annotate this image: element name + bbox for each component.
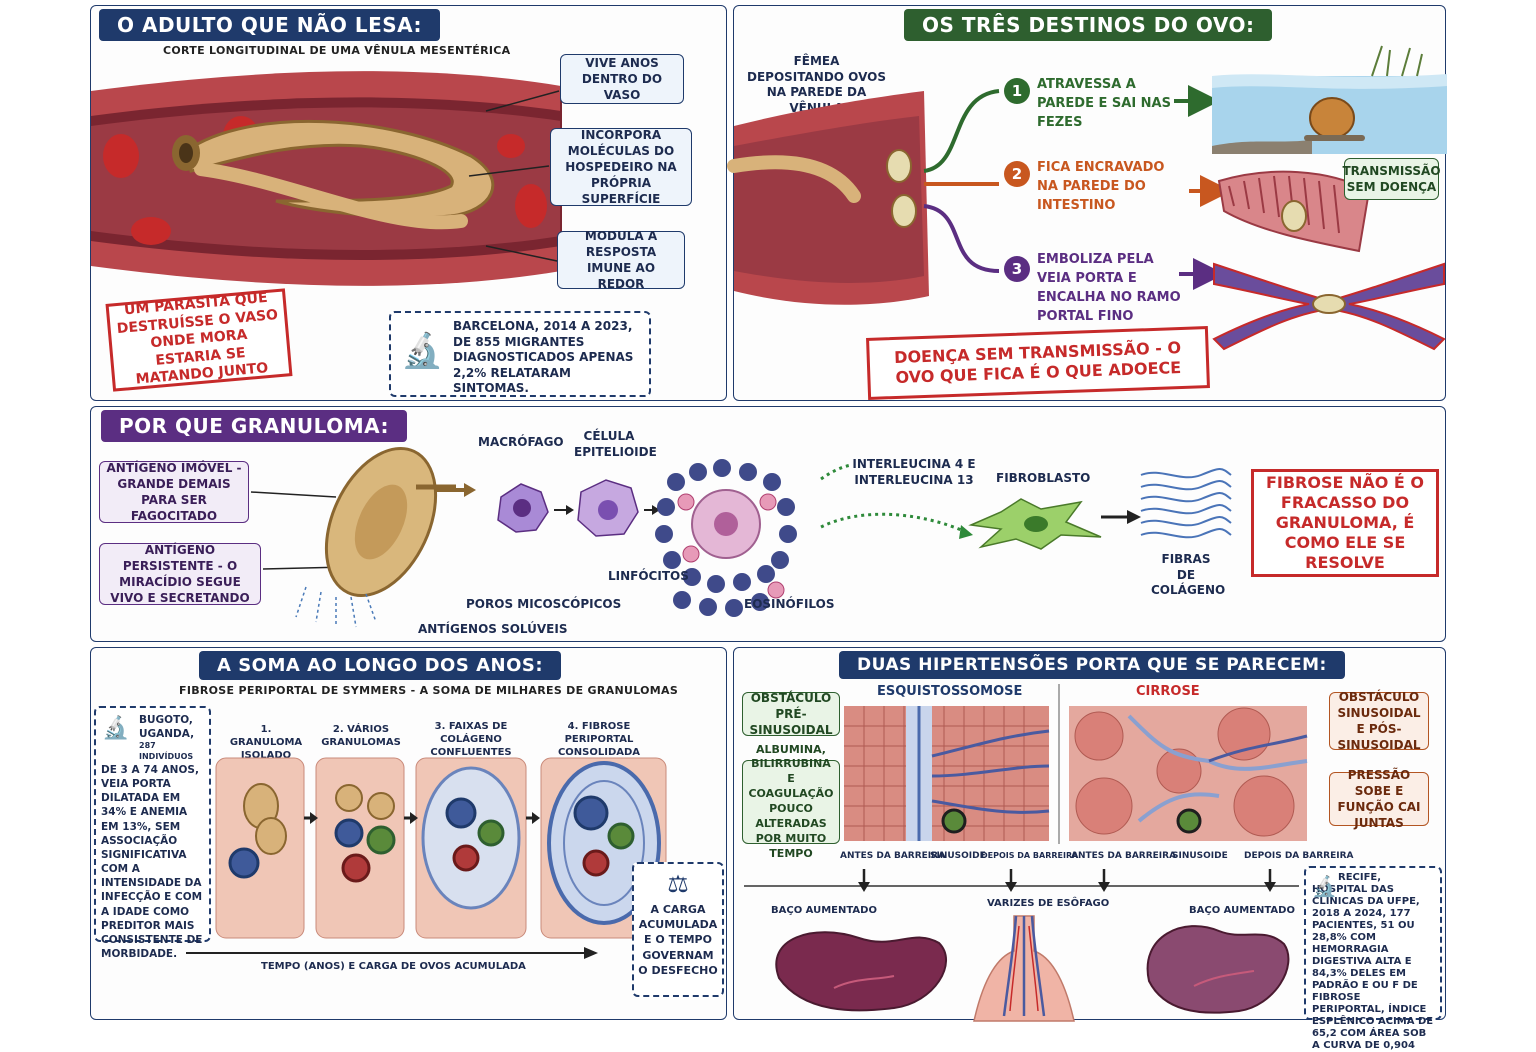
panel-title: DUAS HIPERTENSÕES PORTA QUE SE PARECEM: xyxy=(839,651,1345,679)
stage-4-label: 4. FIBROSE PERIPORTAL CONSOLIDADA xyxy=(557,721,641,758)
outcome-arrows xyxy=(744,869,1299,892)
esophagus-illustration xyxy=(973,915,1075,1022)
disease-stamp: DOENÇA SEM TRANSMISSÃO - O OVO QUE FICA … xyxy=(866,326,1210,400)
microscope-icon: 🔬 xyxy=(1312,874,1337,898)
carga-note: ⚖ A CARGA ACUMULADA E O TEMPO GOVERNAM O… xyxy=(632,862,724,997)
column-schisto: ESQUISTOSSOMOSE xyxy=(877,684,1023,699)
pressure-box: PRESSÃO SOBE E FUNÇÃO CAI JUNTAS xyxy=(1329,768,1429,830)
snail-water-illustration xyxy=(1212,45,1447,154)
panel-title: OS TRÊS DESTINOS DO OVO: xyxy=(904,9,1273,41)
pointer-lines xyxy=(468,90,560,262)
spleen-label-1: BAÇO AUMENTADO xyxy=(771,905,877,916)
interleukin-arrows xyxy=(820,463,973,539)
venule-illustration xyxy=(91,71,562,286)
destiny-text-2: FICA ENCRAVADO NA PAREDE DO INTESTINO xyxy=(1037,160,1165,213)
cirrhosis-sinusoid-label: SINUSOIDE xyxy=(1172,851,1228,861)
stage-1-label: 1. GRANULOMA ISOLADO xyxy=(229,724,303,761)
host-molecules-box: INCORPORA MOLÉCULAS DO HOSPEDEIRO NA PRÓ… xyxy=(550,128,692,206)
panel-portal-hypertension: DUAS HIPERTENSÕES PORTA QUE SE PARECEM: … xyxy=(733,647,1446,1051)
portal-branch-illustration xyxy=(1212,262,1446,351)
stage-2-label: 2. VÁRIOS GRANULOMAS xyxy=(321,724,401,748)
barcelona-note: 🔬 BARCELONA, 2014 A 2023, DE 855 MIGRANT… xyxy=(389,311,651,397)
lives-years-box: VIVE ANOS DENTRO DO VASO xyxy=(560,54,684,104)
cells-illustration xyxy=(497,459,797,617)
immune-modulation-box: MODULA A RESPOSTA IMUNE AO REDOR xyxy=(557,229,685,291)
time-axis xyxy=(186,947,598,959)
transmission-box: TRANSMISSÃO SEM DOENÇA xyxy=(1342,158,1441,200)
schisto-after-label: DEPOIS DA BARREIRA xyxy=(981,851,1079,860)
lymphocytes-label: LINFÓCITOS xyxy=(608,569,689,583)
column-cirrhosis: CIRROSE xyxy=(1136,684,1200,699)
female-label: FÊMEA DEPOSITANDO OVOS NA PAREDE DA VÊNU… xyxy=(747,54,886,115)
panel-sum-over-years: A SOMA AO LONGO DOS ANOS: FIBROSE PERIPO… xyxy=(90,647,727,1020)
destiny-number-3: 3 xyxy=(1004,256,1030,282)
varices-label: VARIZES DE ESÔFAGO xyxy=(987,898,1110,909)
scale-icon: ⚖ xyxy=(667,870,689,898)
fibrosis-stamp: FIBROSE NÃO É O FRACASSO DO GRANULOMA, É… xyxy=(1251,469,1439,577)
destiny-number-1: 1 xyxy=(1004,78,1030,104)
destiny-text-1: ATRAVESSA A PAREDE E SAI NAS FEZES xyxy=(1037,77,1171,130)
panel-title: POR QUE GRANULOMA: xyxy=(101,410,407,442)
stage-arrows xyxy=(304,812,540,824)
fibroblast-illustration xyxy=(968,498,1102,550)
macrophage-label: MACRÓFAGO xyxy=(478,435,564,449)
schisto-before-label: ANTES DA BARREIRA xyxy=(840,851,946,861)
schisto-sinusoid-label: SINUSOIDE xyxy=(930,851,986,861)
interleukin-label: INTERLEUCINA 4 E INTERLEUCINA 13 xyxy=(852,457,976,487)
schisto-liver-tissue xyxy=(844,706,1050,841)
microscope-icon: 🔬 xyxy=(102,716,130,741)
parasite-stamp: UM PARASITA QUE DESTRUÍSSE O VASO ONDE M… xyxy=(105,288,293,392)
cirrhosis-before-label: ANTES DA BARREIRA xyxy=(1071,851,1177,861)
albumin-box: ALBUMINA, BILIRRUBINA E COAGULAÇÃO POUCO… xyxy=(742,743,840,860)
time-axis-label: TEMPO (ANOS) E CARGA DE OVOS ACUMULADA xyxy=(261,961,526,972)
microscope-icon: 🔬 xyxy=(401,331,444,371)
destiny-arrows xyxy=(923,85,1232,290)
recife-note: 🔬 RECIFE, HOSPITAL DAS CLÍNICAS DA UFPE,… xyxy=(1304,866,1442,1051)
panel-title: A SOMA AO LONGO DOS ANOS: xyxy=(199,651,562,680)
eosinophils-label: EOSINÓFILOS xyxy=(744,597,835,611)
collagen-label: FIBRAS DE COLÁGENO xyxy=(1151,552,1226,598)
soluble-antigens-label: ANTÍGENOS SOLÚVEIS xyxy=(418,622,568,636)
egg-illustration xyxy=(250,446,456,628)
immobile-antigen-box: ANTÍGENO IMÓVEL - GRANDE DEMAIS PARA SER… xyxy=(99,461,249,523)
pre-sinusoidal-box: OBSTÁCULO PRÉ-SINUSOIDAL xyxy=(742,691,840,737)
collagen-illustration xyxy=(1140,468,1232,539)
fibroblast-label: FIBROBLASTO xyxy=(996,471,1091,485)
egg-to-macrophage-arrow xyxy=(436,483,476,497)
panel-subtitle: FIBROSE PERIPORTAL DE SYMMERS - A SOMA D… xyxy=(179,684,679,697)
fibroblast-to-collagen-arrow xyxy=(1101,510,1141,524)
bugoto-note: 🔬 BUGOTO, UGANDA, 287 INDIVÍDUOS DE 3 A … xyxy=(94,706,211,960)
stage-3-label: 3. FAIXAS DE COLÁGENO CONFLUENTES xyxy=(430,721,512,758)
female-venule-illustration xyxy=(727,91,929,305)
spleen-label-2: BAÇO AUMENTADO xyxy=(1189,905,1295,916)
cirrhosis-liver-tissue xyxy=(1069,706,1308,841)
spleen-1-illustration xyxy=(775,931,947,1012)
epithelioid-label: CÉLULA EPITELIOIDE xyxy=(574,429,657,459)
panel-egg-destinies: OS TRÊS DESTINOS DO OVO: FÊMEA DEPOSITAN… xyxy=(727,5,1447,401)
intestine-illustration xyxy=(1217,170,1371,253)
pores-label: POROS MICOSCÓPICOS xyxy=(466,597,622,611)
panel-granuloma: POR QUE GRANULOMA: ANTÍGENO IMÓVEL - GRA… xyxy=(90,406,1446,642)
fibrosis-stages-illustration xyxy=(215,757,667,939)
panel-title: O ADULTO QUE NÃO LESA: xyxy=(99,9,441,41)
cirrhosis-after-label: DEPOIS DA BARREIRA xyxy=(1244,851,1354,861)
destiny-number-2: 2 xyxy=(1004,161,1030,187)
destiny-text-3: EMBOLIZA PELA VEIA PORTA E ENCALHA NO RA… xyxy=(1037,252,1181,324)
persistent-antigen-box: ANTÍGENO PERSISTENTE - O MIRACÍDIO SEGUE… xyxy=(99,543,261,605)
sinusoidal-box: OBSTÁCULO SINUSOIDAL E PÓS-SINUSOIDAL xyxy=(1329,690,1429,752)
column-divider xyxy=(1058,684,1060,844)
spleen-2-illustration xyxy=(1146,925,1290,1014)
panel-adult-worm: O ADULTO QUE NÃO LESA: CORTE LONGITUDINA… xyxy=(90,5,727,401)
panel-subtitle: CORTE LONGITUDINAL DE UMA VÊNULA MESENTÉ… xyxy=(163,44,511,57)
